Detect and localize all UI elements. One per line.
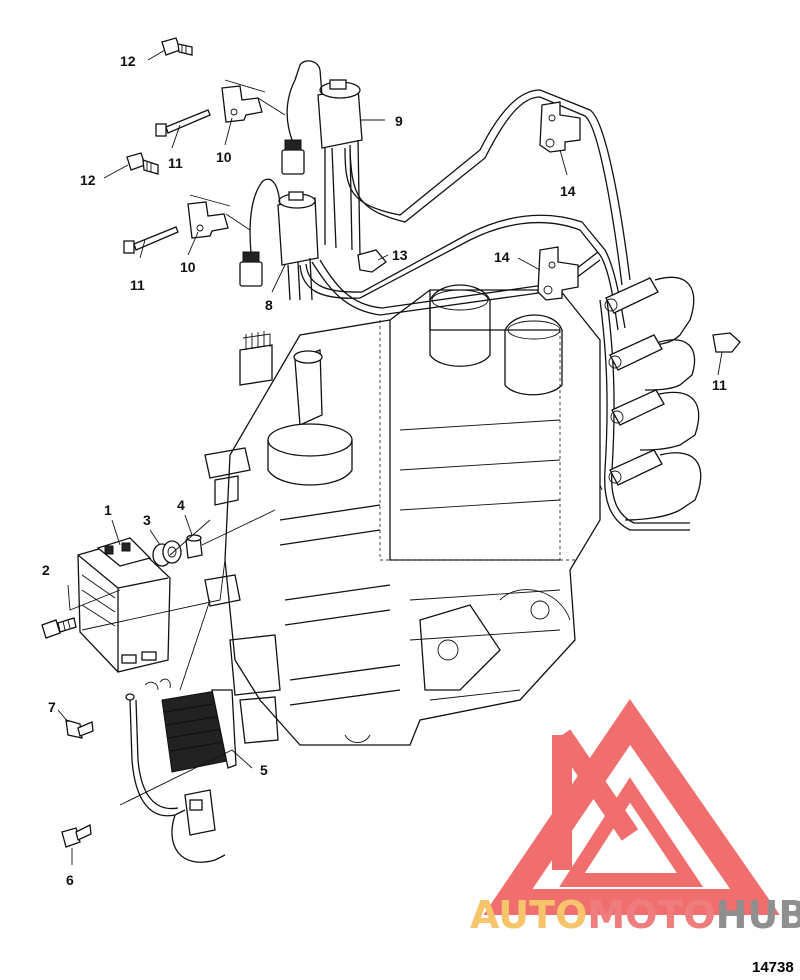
- screw-12-lower: [126, 152, 159, 175]
- screw-6: [61, 824, 92, 848]
- figure-reference-number: 14738: [752, 959, 794, 976]
- callout-10-lower: 10: [180, 259, 196, 275]
- screw-7: [65, 719, 94, 739]
- cable-tie-upper: [155, 109, 211, 137]
- callout-10-upper: 10: [216, 149, 232, 165]
- callout-12-lower: 12: [80, 172, 96, 188]
- wire-clip-13: [357, 249, 387, 273]
- logo-m-stroke: [552, 729, 639, 870]
- wire-clip-right: [712, 332, 741, 353]
- callout-11-right: 11: [712, 377, 727, 393]
- callout-4: 4: [177, 497, 185, 513]
- callout-12-upper: 12: [120, 53, 136, 69]
- regulator-harness: [125, 678, 226, 863]
- callout-2: 2: [42, 562, 50, 578]
- coil-connector-upper: [281, 60, 323, 175]
- callout-14-lower: 14: [494, 249, 510, 265]
- ignition-coil-lower: [277, 191, 319, 301]
- callout-5: 5: [260, 762, 268, 778]
- bracket-lower: [537, 246, 579, 301]
- screw-2: [41, 617, 77, 639]
- leader-lines: [57, 49, 723, 865]
- watermark-hub: HUB: [716, 893, 800, 937]
- logo-triangle-inner: [559, 777, 704, 887]
- callout-13: 13: [392, 247, 408, 263]
- cdm-module: [77, 537, 171, 673]
- spark-plug-leads: [299, 89, 702, 531]
- watermark-logo: [483, 699, 780, 915]
- coil-bracket-upper: [221, 79, 286, 123]
- coil-connector-lower: [239, 178, 281, 287]
- bracket-upper: [539, 101, 581, 153]
- cable-tie-lower: [123, 226, 179, 254]
- callout-9: 9: [395, 113, 403, 129]
- watermark-moto: MOTO: [587, 893, 715, 937]
- screw-12-upper: [161, 37, 193, 56]
- engine-block: [204, 284, 601, 746]
- coil-bracket-lower: [187, 194, 251, 239]
- voltage-regulator: [161, 689, 237, 773]
- callout-labels: 12 12 11 11 10 10 9 8 13 14 14 11 1 2 3 …: [42, 53, 727, 888]
- callout-11-lower: 11: [130, 277, 145, 293]
- callout-8: 8: [265, 297, 273, 313]
- watermark-text: AUTOMOTOHUB: [470, 893, 800, 937]
- callout-7: 7: [48, 699, 56, 715]
- ignition-coil-upper: [317, 79, 363, 256]
- spark-plug-caps: [604, 277, 665, 486]
- callout-3: 3: [143, 512, 151, 528]
- callout-14-upper: 14: [560, 183, 576, 199]
- callout-11-upper: 11: [168, 155, 183, 171]
- watermark-auto: AUTO: [470, 893, 587, 937]
- grommet-3: [152, 540, 182, 567]
- callout-1: 1: [104, 502, 112, 518]
- callout-6: 6: [66, 872, 74, 888]
